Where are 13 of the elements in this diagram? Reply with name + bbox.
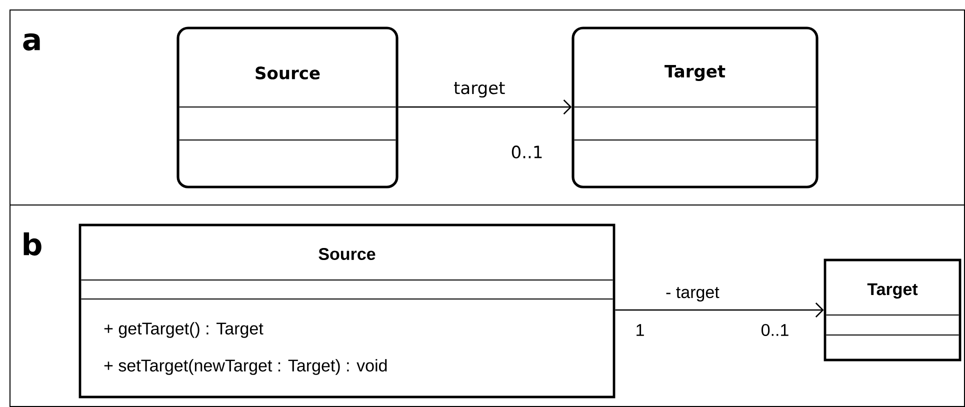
panel-letter: a xyxy=(23,33,40,51)
multiplicity-label: 0..1 xyxy=(762,324,788,336)
class-box: Target xyxy=(824,258,962,362)
edge-label: target xyxy=(454,82,505,98)
class-box: Source + getTarget() : Target + setTarget(newTarget : Target) : void xyxy=(78,224,616,398)
class-box: Target xyxy=(572,26,818,188)
panel-letter: b xyxy=(24,232,42,256)
edge-label: - target xyxy=(666,287,720,302)
class-box: Source xyxy=(176,26,398,188)
association-arrow xyxy=(398,100,572,114)
multiplicity-label: 1 xyxy=(636,324,644,336)
multiplicity-label: 0..1 xyxy=(512,146,542,158)
association-arrow xyxy=(615,302,824,318)
